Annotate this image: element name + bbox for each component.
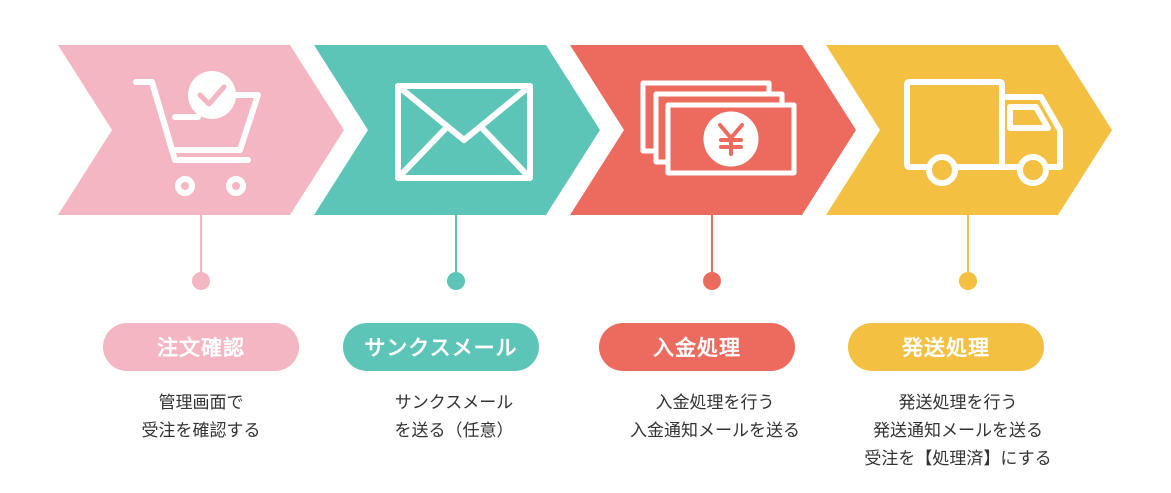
step-2-chevron [314,45,600,215]
step-4-line-1: 発送処理を行う [898,393,1018,413]
delivery-truck-icon [904,79,1063,186]
step-2-dot [447,272,465,290]
step-1-line-1: 管理画面で [158,393,244,413]
step-3-arrow [570,45,856,290]
step-4-chevron [826,45,1112,215]
flow-arrows [58,45,1112,290]
step-2-line-1: サンクスメール [394,393,514,413]
step-4-description: 発送処理を行う 発送通知メールを送る 受注を【処理済】にする [828,389,1088,473]
step-1-line-2: 受注を確認する [141,421,261,441]
step-1-dot [192,272,210,290]
step-1-badge: 注文確認 [103,323,299,371]
step-3-line-1: 入金処理を行う [655,393,775,413]
step-1-chevron [58,45,344,215]
step-1-arrow [58,45,344,290]
step-3-badge: 入金処理 [599,323,795,371]
step-2-arrow [314,45,600,290]
step-2-description: サンクスメール を送る（任意） [324,389,584,445]
yen-bills-icon [640,80,797,176]
step-4-arrow [826,45,1112,290]
step-3-description: 入金処理を行う 入金通知メールを送る [585,389,845,445]
step-4-line-3: 受注を【処理済】にする [864,449,1052,469]
step-4-badge: 発送処理 [848,323,1044,371]
step-4-line-2: 発送通知メールを送る [873,421,1043,441]
step-4-dot [959,272,977,290]
shopping-cart-check-icon [133,71,261,196]
step-2-badge: サンクスメール [343,323,539,371]
step-2-line-2: を送る（任意） [394,421,514,441]
step-3-dot [703,272,721,290]
step-1-description: 管理画面で 受注を確認する [71,389,331,445]
step-3-line-2: 入金通知メールを送る [630,421,800,441]
envelope-icon [395,83,533,181]
